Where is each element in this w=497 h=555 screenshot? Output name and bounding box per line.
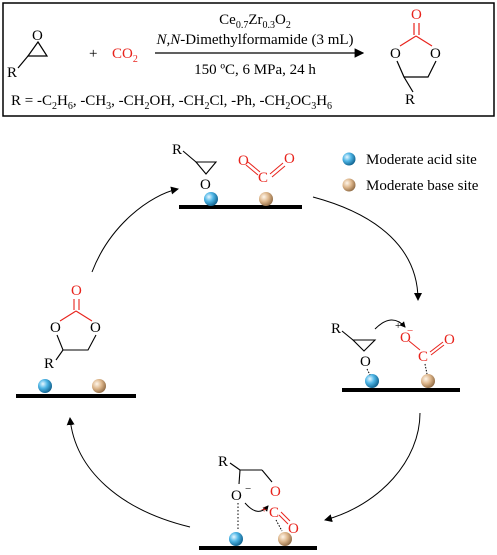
acid-site	[365, 374, 379, 388]
r-label: R	[44, 356, 54, 372]
co2-reactant: CO2	[112, 46, 138, 65]
legend-base-site-swatch	[342, 178, 356, 192]
co2-oxygen-left: O	[400, 330, 411, 346]
r-groups-list: R = -C2H6, -CH3, -CH2OH, -CH2Cl, -Ph, -C…	[11, 93, 332, 112]
acid-site	[229, 532, 243, 546]
co2-oxygen-right: O	[284, 151, 295, 167]
r-label: R	[218, 454, 228, 470]
carbon-positive-charge: +	[261, 504, 267, 516]
co2-oxygen-top: O	[270, 484, 281, 500]
co2-carbon: C	[258, 170, 268, 186]
state-product-desorption: O O O R	[16, 283, 136, 398]
co2-oxygen-bottom: O	[288, 521, 299, 537]
arrow-to-ring-opening	[324, 412, 421, 523]
legend: Moderate acid site Moderate base site	[342, 152, 479, 194]
epoxide-reactant: O R	[7, 28, 49, 81]
co2-oxygen-right: O	[444, 332, 455, 348]
product-ring-oxygen-right: O	[430, 46, 441, 62]
epoxide-oxygen: O	[360, 354, 371, 370]
co2-oxygen-left: O	[238, 153, 249, 169]
carbonyl-oxygen: O	[71, 283, 82, 299]
legend-acid-label: Moderate acid site	[366, 152, 477, 168]
ring-oxygen-left: O	[50, 320, 61, 336]
legend-acid-site-swatch	[342, 152, 356, 166]
oxygen-negative-charge: −	[407, 325, 413, 337]
product-ring-oxygen-left: O	[390, 46, 401, 62]
co2-carbon: C	[418, 349, 428, 365]
co2-carbon: C	[269, 505, 279, 521]
cycle-arrows	[66, 186, 422, 528]
epoxide-oxygen: O	[32, 28, 43, 44]
reaction-equation-box: O R + CO2 Ce0.7Zr0.3O2 N,N-Dimethylforma…	[2, 2, 495, 117]
base-site	[278, 532, 292, 546]
conditions-label: 150 ºC, 6 MPa, 24 h	[194, 62, 316, 78]
base-site	[92, 379, 106, 393]
state-adsorption: R O O C O	[172, 142, 302, 209]
catalyst-formula: Ce0.7Zr0.3O2	[219, 12, 291, 31]
oxygen-negative-charge: −	[245, 483, 251, 495]
product-r-label: R	[405, 92, 415, 108]
base-site	[421, 374, 435, 388]
arrow-to-product	[66, 417, 191, 528]
state-ring-opening: R O − O + C O	[199, 454, 317, 550]
solvent-label: N,N-Dimethylformamide (3 mL)	[155, 32, 353, 48]
epoxide-r-label: R	[7, 65, 17, 81]
arrow-to-activation	[312, 196, 422, 301]
acid-site	[38, 379, 52, 393]
alkoxide-oxygen: O	[231, 488, 242, 504]
r-label: R	[172, 142, 182, 158]
state-activation: R O + O C O −	[331, 319, 460, 392]
base-site	[259, 192, 273, 206]
plus-sign: +	[89, 46, 97, 62]
carbon-positive-charge: +	[395, 320, 401, 332]
product-carbonyl-oxygen: O	[411, 7, 422, 23]
legend-base-label: Moderate base site	[366, 178, 479, 194]
epoxide-oxygen: O	[200, 177, 211, 193]
ring-oxygen-right: O	[90, 320, 101, 336]
acid-site	[204, 192, 218, 206]
cyclic-carbonate-product: O O O R	[390, 7, 441, 108]
arrow-to-regeneration	[91, 186, 179, 273]
r-label: R	[331, 321, 341, 337]
